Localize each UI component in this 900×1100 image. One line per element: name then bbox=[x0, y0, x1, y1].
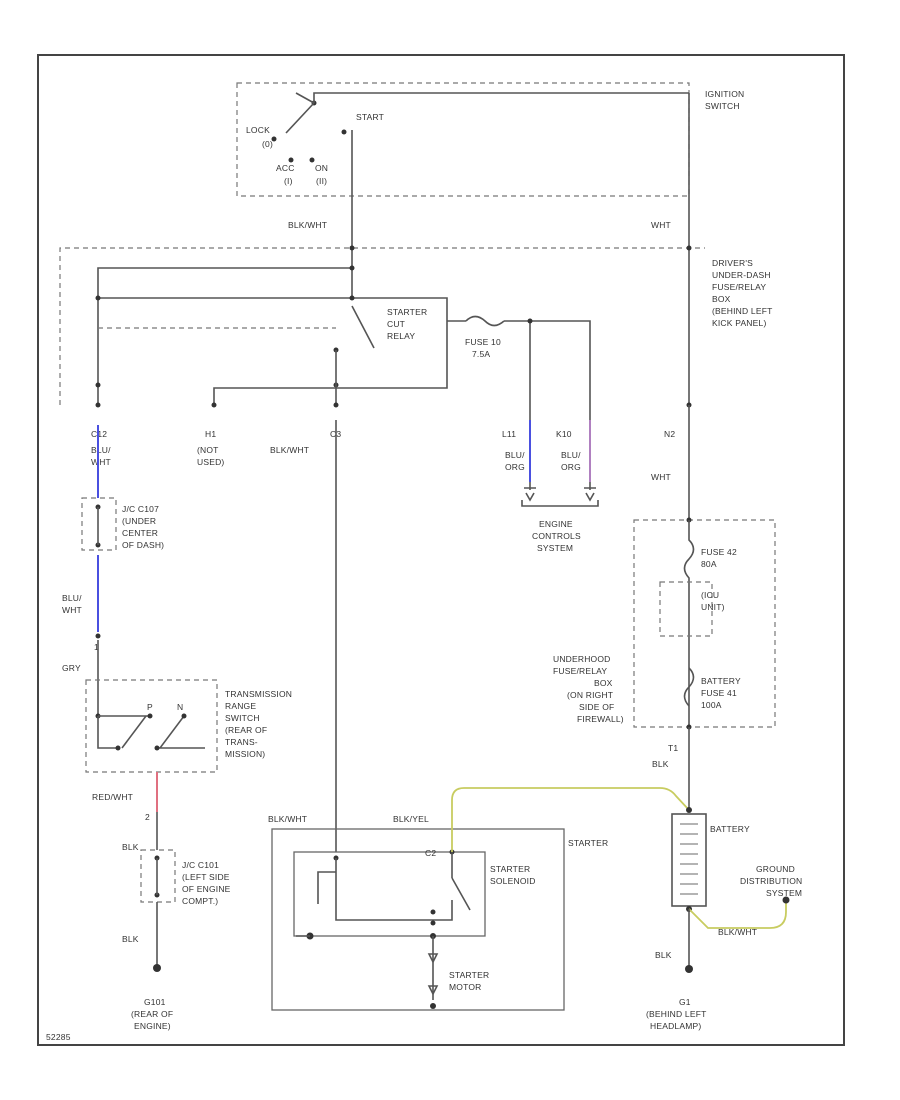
relay-switch-arm bbox=[351, 305, 375, 349]
blk-wht-ground-wire bbox=[688, 902, 787, 929]
pin-1-label: 1 bbox=[94, 642, 99, 652]
battery-cells bbox=[680, 823, 698, 895]
trans-range-switch-contacts bbox=[95, 713, 205, 751]
blk-wht-top-label: BLK/WHT bbox=[288, 220, 327, 230]
blu-org-2-label: BLU/ ORG bbox=[561, 450, 583, 472]
blk-wht-starter-label: BLK/WHT bbox=[268, 814, 307, 824]
ignition-switch-box bbox=[236, 82, 690, 197]
fuse-42-symbol bbox=[683, 520, 695, 727]
starter-solenoid-label: STARTER SOLENOID bbox=[490, 864, 536, 886]
diagram-code: 52285 bbox=[46, 1032, 71, 1042]
blk-wht-c3-label: BLK/WHT bbox=[270, 445, 309, 455]
c2-label: C2 bbox=[425, 848, 436, 858]
starter-motor-label: STARTER MOTOR bbox=[449, 970, 492, 992]
jc-c107-label: J/C C107 (UNDER CENTER OF DASH) bbox=[122, 504, 164, 550]
icu-unit-label: (ICU UNIT) bbox=[701, 590, 725, 612]
ignition-switch-contacts bbox=[271, 92, 689, 163]
engine-controls-bracket bbox=[521, 500, 599, 507]
not-used-label: (NOT USED) bbox=[197, 445, 224, 467]
jc-c101-box bbox=[140, 849, 176, 903]
starter-box bbox=[271, 828, 565, 1011]
on-position-label: ON (II) bbox=[315, 163, 331, 186]
jc-c101-label: J/C C101 (LEFT SIDE OF ENGINE COMPT.) bbox=[182, 860, 233, 906]
start-position-label: START bbox=[356, 112, 384, 122]
jc-c107-box bbox=[81, 497, 117, 551]
battery-symbol bbox=[671, 813, 707, 907]
relay-coil-wire bbox=[97, 267, 352, 405]
starter-label: STARTER bbox=[568, 838, 608, 848]
blu-wht-1-label: BLU/ WHT bbox=[91, 445, 113, 467]
underhood-fuse-box-label: UNDERHOOD FUSE/RELAY BOX (ON RIGHT SIDE … bbox=[553, 654, 624, 724]
t1-label: T1 bbox=[668, 743, 678, 753]
icu-unit-box bbox=[659, 581, 713, 637]
blk-yel-label: BLK/YEL bbox=[393, 814, 429, 824]
pin-p-label: P bbox=[147, 702, 153, 712]
ignition-switch-label: IGNITION SWITCH bbox=[705, 89, 747, 111]
blk-yel-wire bbox=[451, 787, 690, 852]
starter-solenoid-box bbox=[293, 851, 486, 937]
ground-distribution-label: GROUND DISTRIBUTION SYSTEM bbox=[740, 864, 805, 898]
blk-jc-label: BLK bbox=[122, 842, 139, 852]
blk-g1-label: BLK bbox=[655, 950, 672, 960]
k10-label: K10 bbox=[556, 429, 572, 439]
lock-position-label: LOCK (0) bbox=[246, 125, 273, 149]
battery-label: BATTERY bbox=[710, 824, 750, 834]
blk-bottom-label: BLK bbox=[122, 934, 139, 944]
under-dash-fuse-box bbox=[59, 247, 705, 405]
fuse-10-symbol bbox=[465, 315, 505, 327]
relay-box bbox=[98, 297, 448, 405]
engine-controls-label: ENGINE CONTROLS SYSTEM bbox=[532, 519, 583, 553]
trans-range-switch-label: TRANSMISSION RANGE SWITCH (REAR OF TRANS… bbox=[225, 689, 295, 759]
under-dash-fuse-box-label: DRIVER'S UNDER-DASH FUSE/RELAY BOX (BEHI… bbox=[712, 258, 775, 328]
blu-org-1-label: BLU/ ORG bbox=[505, 450, 527, 472]
blk-wht-gnd-label: BLK/WHT bbox=[718, 927, 757, 937]
pin-2-label: 2 bbox=[145, 812, 150, 822]
fuse-10-label: FUSE 10 7.5A bbox=[465, 337, 503, 359]
h1-label: H1 bbox=[205, 429, 216, 439]
engine-controls-connector bbox=[524, 482, 596, 502]
blu-wht-2-label: BLU/ WHT bbox=[62, 593, 84, 615]
l11-label: L11 bbox=[502, 429, 516, 439]
blk-t1-label: BLK bbox=[652, 759, 669, 769]
gry-label: GRY bbox=[62, 663, 81, 673]
starter-cut-relay-label: STARTER CUT RELAY bbox=[387, 307, 430, 341]
battery-fuse-symbol bbox=[683, 667, 695, 707]
trans-range-switch-box bbox=[85, 679, 218, 773]
battery-fuse-label: BATTERY FUSE 41 100A bbox=[701, 676, 743, 710]
diagram-border bbox=[37, 54, 845, 1046]
wht-n2-label: WHT bbox=[651, 472, 671, 482]
starter-solenoid-internals bbox=[296, 849, 471, 1009]
pin-n-label: N bbox=[177, 702, 183, 712]
red-wht-label: RED/WHT bbox=[92, 792, 133, 802]
c12-label: C12 bbox=[91, 429, 107, 439]
acc-position-label: ACC (I) bbox=[276, 163, 297, 186]
wht-top-label: WHT bbox=[651, 220, 671, 230]
g101-ground bbox=[153, 964, 161, 972]
g101-label: G101 (REAR OF ENGINE) bbox=[131, 997, 176, 1031]
fuse-42-label: FUSE 42 80A bbox=[701, 547, 739, 569]
underhood-fuse-box bbox=[633, 519, 776, 728]
g1-label: G1 (BEHIND LEFT HEADLAMP) bbox=[646, 997, 709, 1031]
n2-label: N2 bbox=[664, 429, 675, 439]
g1-ground bbox=[685, 965, 693, 973]
